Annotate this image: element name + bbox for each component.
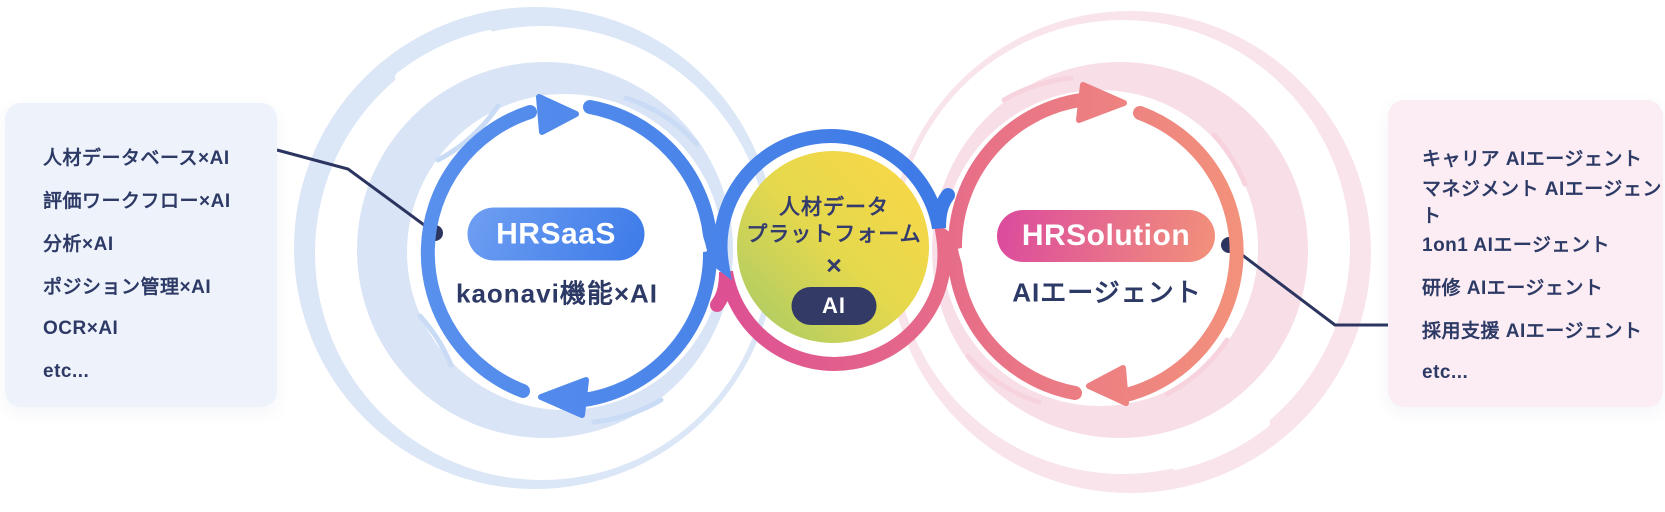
center-title-line1: 人材データ (779, 196, 889, 219)
hrsaas-pill: HRSaaS (467, 207, 645, 261)
list-item: ポジション管理×AI (43, 277, 212, 298)
pink-lower-left-arc (944, 243, 1082, 400)
pink-top-arrow-icon (1076, 82, 1127, 123)
pink-right-arc (1115, 106, 1244, 403)
list-item: 人材データベース×AI (43, 148, 230, 169)
blue-bottom-arrow-icon (538, 377, 589, 418)
hrsaas-feature-card: 人材データベース×AI 評価ワークフロー×AI 分析×AI ポジション管理×AI… (5, 103, 277, 407)
ai-badge-label: AI (822, 293, 846, 318)
hrsolution-pill-label: HRSolution (1021, 219, 1191, 252)
hrsolution-subtitle: AIエージェント (1012, 277, 1202, 308)
list-item: etc... (43, 360, 90, 382)
blue-upper-right-arc (583, 100, 721, 257)
list-item: 研修 AIエージェント (1422, 278, 1604, 299)
hrsaas-subtitle: kaonavi機能×AI (455, 278, 659, 309)
list-item: キャリア AIエージェント (1422, 149, 1643, 170)
center-x-separator: × (826, 250, 842, 281)
list-item: etc... (1422, 361, 1469, 383)
blue-cycle-arrows (583, 100, 1082, 400)
list-item: マネジメント AIエージェント (1422, 178, 1662, 227)
list-item: 分析×AI (43, 234, 114, 255)
blue-top-arrow-icon (536, 94, 579, 135)
list-item: 評価ワークフロー×AI (43, 191, 231, 212)
pink-bottom-arrow-icon (1086, 365, 1129, 406)
list-item: OCR×AI (43, 317, 119, 339)
hrsolution-feature-card: キャリア AIエージェント マネジメント AIエージェント 1on1 AIエージ… (1388, 100, 1663, 407)
blue-center-wrap (577, 129, 955, 407)
blue-left-arc (420, 105, 537, 398)
center-platform-circle (737, 151, 929, 343)
ai-badge: AI (791, 287, 877, 325)
list-item: 1on1 AIエージェント (1422, 235, 1611, 256)
hrsaas-pill-label: HRSaaS (496, 217, 616, 250)
pink-center-wrap (710, 93, 1088, 371)
center-title-line2: プラットフォーム (746, 223, 922, 246)
center-title: 人材データ プラットフォーム (746, 194, 921, 248)
list-item: 採用支援 AIエージェント (1422, 321, 1643, 342)
hrsolution-pill: HRSolution (997, 210, 1215, 262)
